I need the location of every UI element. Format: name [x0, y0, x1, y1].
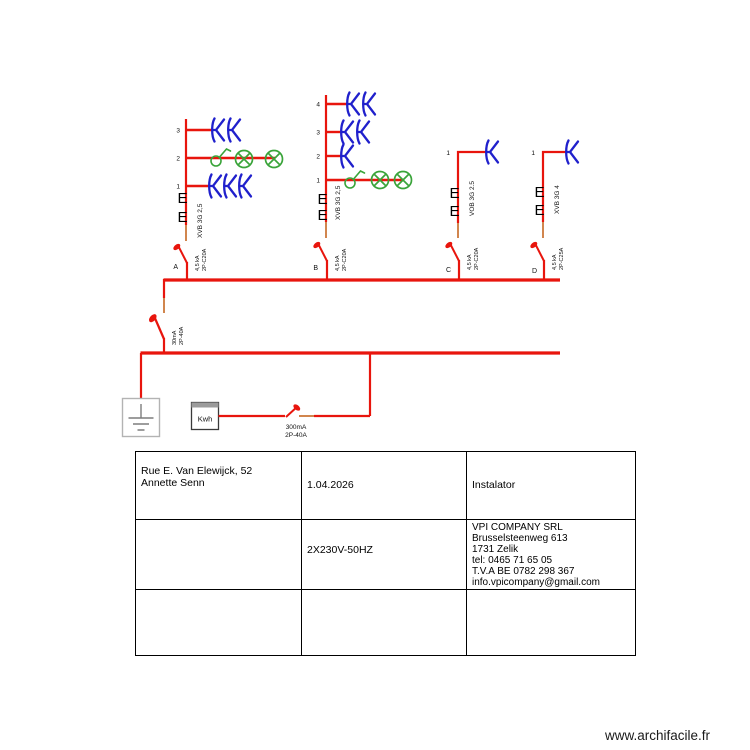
- main-rcd-label: 30mA: [172, 330, 178, 345]
- breaker-fault-label: 4,5 kA: [335, 255, 341, 271]
- breaker-icon[interactable]: [311, 239, 328, 262]
- earth-icon: [128, 404, 154, 431]
- e-marker: E: [317, 191, 327, 208]
- circuit-branch-b: 4 3 2 1 E E XVB 3G 2,5 4,5 kA 2P-C20A B: [311, 91, 413, 281]
- tap-number: 1: [446, 150, 450, 157]
- company-cell: VPI COMPANY SRL Brusselsteenweg 613 1731…: [466, 519, 636, 590]
- e-marker: E: [534, 184, 544, 201]
- company-email: info.vpicompany@gmail.com: [472, 577, 600, 588]
- tap-number: 4: [316, 102, 320, 109]
- cable-label: XVB 3G 2,5: [335, 185, 342, 220]
- breaker-fault-label: 4,5 kA: [467, 254, 473, 270]
- socket-icon[interactable]: [211, 117, 226, 143]
- installer-label: Instalator: [472, 479, 516, 491]
- breaker-icon[interactable]: [443, 239, 460, 262]
- socket-icon[interactable]: [340, 143, 355, 169]
- cable-label: VOB 3G 2.5: [469, 181, 476, 216]
- main-rcd-rating-label: 2P-40A: [179, 326, 185, 345]
- branch-letter: C: [446, 267, 451, 274]
- branch-c-wire: [456, 150, 487, 223]
- meter-rcd-rating-label: 2P-40A: [285, 432, 307, 439]
- breaker-fault-label: 4,5 kA: [195, 255, 201, 271]
- socket-icon[interactable]: [223, 173, 238, 199]
- tap-number: 1: [316, 178, 320, 185]
- socket-icon[interactable]: [346, 91, 361, 117]
- breaker-icon[interactable]: [528, 239, 545, 262]
- empty-cell: [135, 519, 302, 590]
- supply-voltage: 2X230V-50HZ: [307, 544, 373, 556]
- energy-meter[interactable]: Kwh: [190, 401, 220, 431]
- breaker-icon[interactable]: [171, 241, 188, 264]
- tap-number: 3: [176, 128, 180, 135]
- electrical-diagram: 3 2 1 E E XVB 3G 2,5 4,5 kA 2P-C20A A: [121, 91, 580, 439]
- meter-rcd-breaker-icon[interactable]: [285, 403, 301, 418]
- branch-letter: A: [173, 264, 178, 271]
- e-marker: E: [177, 209, 187, 226]
- main-rcd-breaker-icon[interactable]: [146, 311, 166, 341]
- e-marker: E: [177, 190, 187, 207]
- date-cell: 1.04.2026: [301, 451, 467, 520]
- empty-cell: [301, 589, 467, 656]
- tap-number: 1: [176, 184, 180, 191]
- circuit-branch-a: 3 2 1 E E XVB 3G 2,5 4,5 kA 2P-C20A A: [171, 117, 284, 281]
- company-city: 1731 Zelik: [472, 544, 519, 555]
- socket-icon[interactable]: [362, 91, 377, 117]
- tap-number: 3: [316, 130, 320, 137]
- owner-name: Annette Senn: [141, 476, 205, 489]
- socket-icon[interactable]: [356, 119, 371, 145]
- owner-address: Rue E. Van Elewijck, 52: [141, 465, 253, 477]
- tap-number: 2: [176, 156, 180, 163]
- breaker-rating-label: 2P-C20A: [202, 248, 208, 271]
- socket-icon[interactable]: [227, 117, 242, 143]
- e-marker: E: [449, 203, 459, 220]
- breaker-rating-label: 2P-C20A: [342, 248, 348, 271]
- socket-icon[interactable]: [238, 173, 253, 199]
- meter-label: Kwh: [198, 415, 213, 424]
- tap-number: 2: [316, 154, 320, 161]
- breaker-fault-label: 4,5 kA: [552, 254, 558, 270]
- plan-date: 1.04.2026: [307, 479, 354, 491]
- earth-electrode[interactable]: [121, 397, 161, 438]
- meter-header: [191, 402, 219, 408]
- company-phone: tel: 0465 71 65 05: [472, 555, 553, 566]
- company-name: VPI COMPANY SRL: [472, 522, 563, 533]
- tap-number: 1: [531, 150, 535, 157]
- circuit-branch-c: 1 E E VOB 3G 2.5 4,5 kA 2P-C20A C: [443, 139, 500, 281]
- meter-rcd-label: 300mA: [286, 424, 307, 431]
- socket-icon[interactable]: [340, 119, 355, 145]
- company-street: Brusselsteenweg 613: [472, 533, 568, 544]
- e-marker: E: [534, 202, 544, 219]
- socket-icon[interactable]: [565, 139, 580, 165]
- e-marker: E: [317, 207, 327, 224]
- title-block: Rue E. Van Elewijck, 52 Annette Senn 1.0…: [135, 451, 636, 656]
- socket-icon[interactable]: [208, 173, 223, 199]
- supply-cell: 2X230V-50HZ: [301, 519, 467, 590]
- empty-cell: [466, 589, 636, 656]
- socket-icon[interactable]: [485, 139, 500, 165]
- branch-d-wire: [541, 150, 567, 222]
- breaker-rating-label: 2P-C20A: [474, 247, 480, 270]
- empty-cell: [135, 589, 302, 656]
- main-distribution: 30mA 2P-40A Kwh 300mA 2P-40A: [121, 278, 560, 439]
- watermark-link[interactable]: www.archifacile.fr: [605, 728, 711, 743]
- breaker-rating-label: 2P-C25A: [559, 247, 565, 270]
- circuit-branch-d: 1 E E XVB 3G 4 4,5 kA 2P-C25A D: [528, 139, 580, 281]
- installer-cell: Instalator: [466, 451, 636, 520]
- branch-letter: D: [532, 268, 537, 275]
- e-marker: E: [449, 185, 459, 202]
- company-vat: T.V.A BE 0782 298 367: [472, 566, 575, 577]
- cable-label: XVB 3G 4: [554, 185, 561, 214]
- branch-letter: B: [313, 265, 318, 272]
- title-block-table: Rue E. Van Elewijck, 52 Annette Senn 1.0…: [135, 451, 636, 656]
- owner-cell: Rue E. Van Elewijck, 52 Annette Senn: [135, 451, 302, 520]
- cable-label: XVB 3G 2,5: [197, 203, 204, 238]
